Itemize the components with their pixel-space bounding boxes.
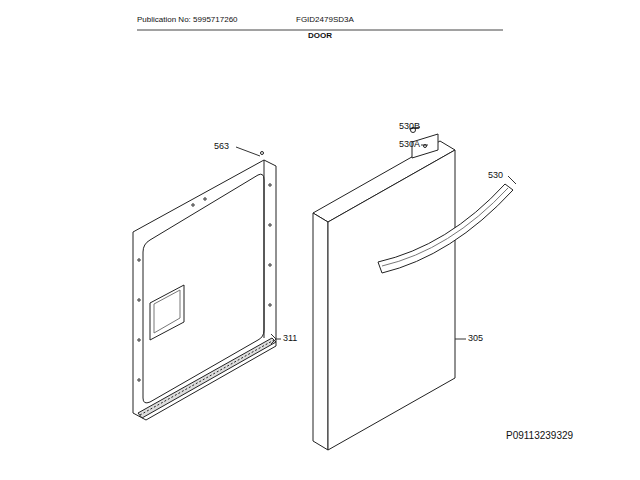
- callout-number: 530B: [399, 122, 420, 131]
- door-bottom-strip: [138, 338, 276, 418]
- callout-number: 530: [488, 171, 503, 180]
- header-rule: [137, 30, 503, 31]
- callout-number: 530A: [399, 140, 420, 149]
- callout-number: 563: [214, 142, 229, 151]
- drawing-number: P09113239329: [506, 431, 573, 441]
- publication-number: Publication No: 5995717260: [137, 16, 238, 24]
- inner-door-panel: [133, 152, 276, 421]
- leader-lines: [236, 127, 516, 344]
- door-handle: [378, 184, 513, 273]
- outer-door-panel: [313, 141, 455, 450]
- model-number: FGID2479SD3A: [296, 16, 354, 24]
- section-title: DOOR: [308, 32, 332, 40]
- callout-number: 311: [283, 334, 297, 343]
- callout-number: 305: [468, 334, 483, 343]
